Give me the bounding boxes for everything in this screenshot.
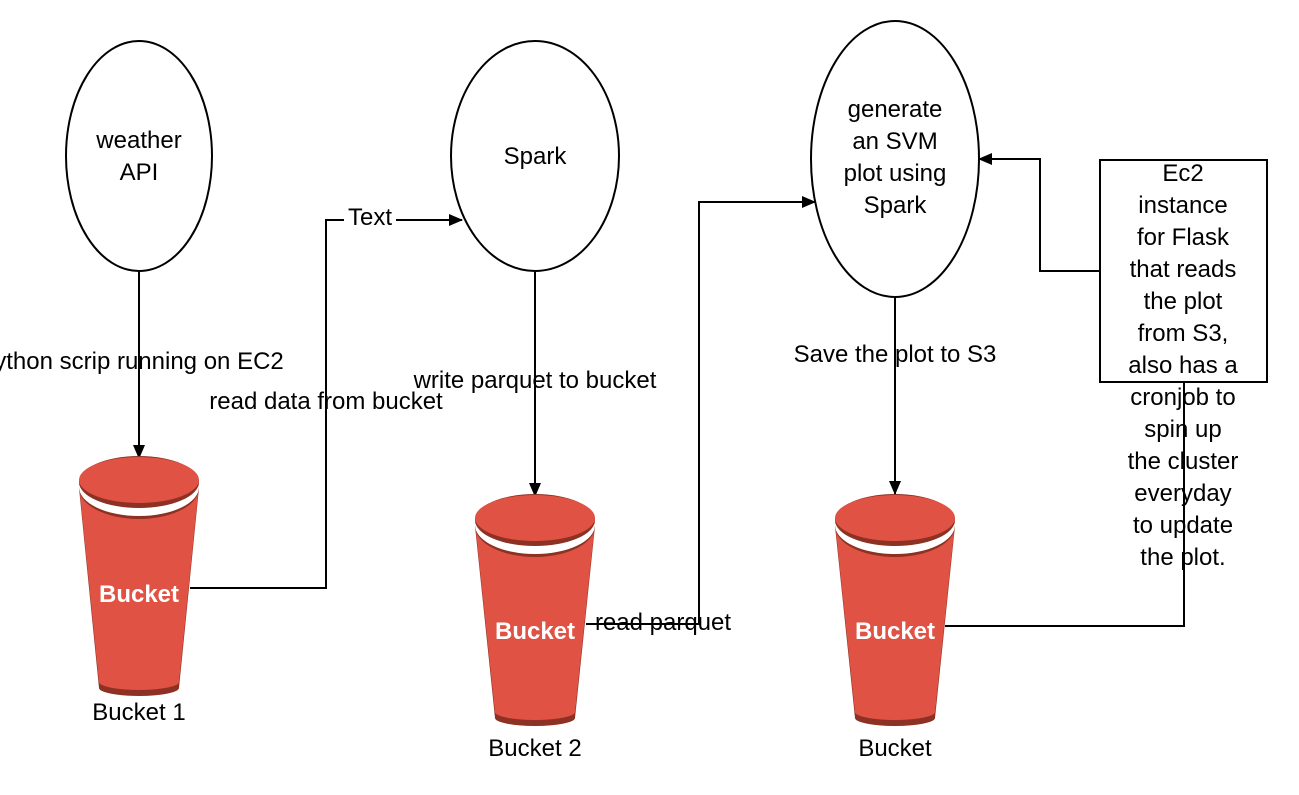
svm-label-line-1: generate <box>848 96 943 123</box>
edge-label-spark-to-bucket2: write parquet to bucket <box>413 367 657 394</box>
flask-label-line-6: from S3, <box>1138 320 1229 347</box>
bucket1: Bucket Bucket 1 <box>79 456 199 726</box>
svm-label-line-3: plot using <box>844 160 947 187</box>
bucket3: Bucket Bucket <box>835 494 955 762</box>
bucket2-icon-text: Bucket <box>495 618 575 645</box>
flask-label-line-9: spin up <box>1144 416 1221 443</box>
flask-label-line-13: the plot. <box>1140 544 1225 571</box>
node-weather-api: weather API <box>65 40 213 272</box>
edge-label-bucket2-to-svm: read parquet <box>595 609 731 636</box>
flask-label-line-1: Ec2 <box>1162 160 1203 187</box>
edge-label-text-bg <box>344 205 396 231</box>
weather-api-label-line-2: API <box>120 159 159 186</box>
edge-bucket2-to-svm <box>586 196 816 625</box>
flask-label-line-7: also has a <box>1128 352 1238 379</box>
edge-label-bucket1-to-spark: read data from bucket <box>209 388 443 415</box>
s3-bucket-icon <box>79 456 199 696</box>
spark-label: Spark <box>504 143 568 170</box>
edge-label-api-to-bucket1: ython scrip running on EC2 <box>0 348 284 375</box>
bucket3-icon-text: Bucket <box>855 618 935 645</box>
bucket3-caption: Bucket <box>858 735 932 762</box>
bucket2: Bucket Bucket 2 <box>475 494 595 762</box>
flask-label-line-8: cronjob to <box>1130 384 1235 411</box>
bucket1-caption: Bucket 1 <box>92 699 185 726</box>
weather-api-label-line-1: weather <box>95 127 181 154</box>
flask-label-line-10: the cluster <box>1128 448 1239 475</box>
node-svm-plot: generate an SVM plot using Spark <box>810 20 980 298</box>
flask-label-line-2: instance <box>1138 192 1227 219</box>
node-spark: Spark <box>450 40 620 272</box>
s3-bucket-icon <box>835 494 955 726</box>
edge-flask-to-svm <box>978 153 1100 272</box>
flask-label-line-4: that reads <box>1130 256 1237 283</box>
flask-label-line-5: the plot <box>1144 288 1223 315</box>
flask-label-line-12: to update <box>1133 512 1233 539</box>
svm-label-line-2: an SVM <box>852 128 937 155</box>
edge-label-svm-to-bucket3: Save the plot to S3 <box>794 341 997 368</box>
svm-label-line-4: Spark <box>864 192 928 219</box>
edge-bucket3-to-flask <box>945 382 1185 627</box>
flask-label-line-11: everyday <box>1134 480 1231 507</box>
edge-label-text: Text <box>348 204 392 231</box>
s3-bucket-icon <box>475 494 595 726</box>
bucket2-caption: Bucket 2 <box>488 735 581 762</box>
bucket1-icon-text: Bucket <box>99 581 179 608</box>
node-flask-ec2: Ec2 instance for Flask that reads the pl… <box>1099 159 1268 571</box>
flask-label-line-3: for Flask <box>1137 224 1230 251</box>
